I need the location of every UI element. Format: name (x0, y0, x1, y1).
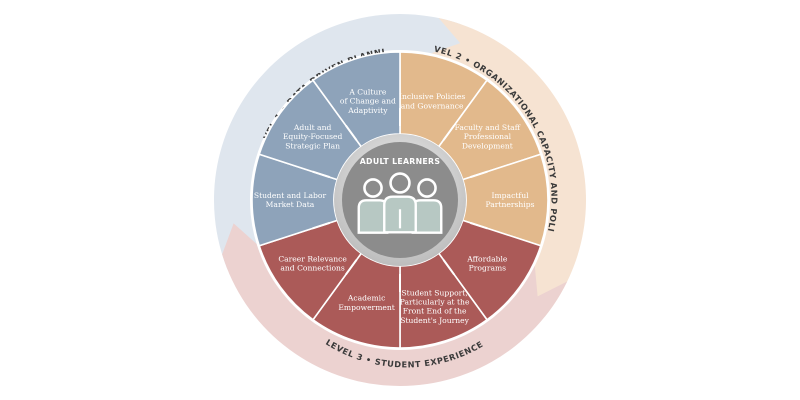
segment-divider (470, 221, 488, 230)
segment-divider (345, 124, 358, 141)
level-2-ring (431, 18, 587, 325)
person-center-icon (383, 172, 417, 234)
level-1-ring (213, 13, 479, 270)
center-title: ADULT LEARNERS (360, 157, 441, 166)
segment-divider (345, 259, 358, 276)
level-3-ring (222, 223, 568, 387)
segment-divider (312, 170, 330, 179)
segment-divider (442, 259, 455, 276)
center-disc: ADULT LEARNERS (334, 134, 466, 266)
level-rings (213, 13, 587, 387)
segment-divider (312, 221, 330, 230)
segment-divider (442, 124, 455, 141)
adult-learners-people-icon (357, 172, 443, 234)
wheel-segments (251, 51, 549, 349)
segment-divider (470, 170, 488, 179)
person-right-icon (411, 178, 443, 234)
